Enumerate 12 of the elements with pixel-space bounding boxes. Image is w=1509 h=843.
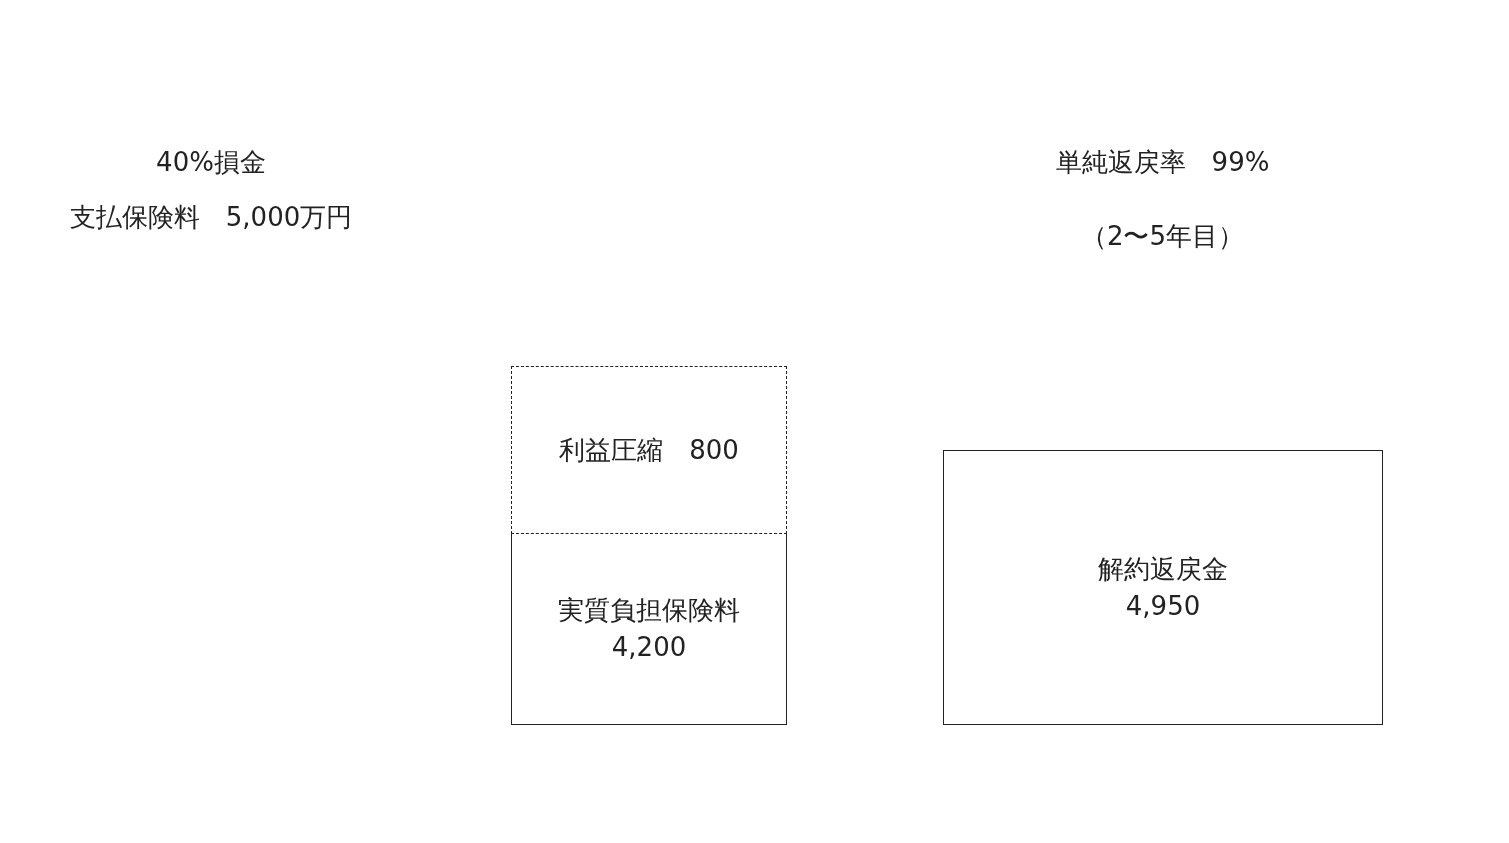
text-box xyxy=(511,533,787,725)
note-text: 40%損金 xyxy=(155,146,267,179)
text-box xyxy=(943,450,1383,725)
box-label: 利益圧縮 800 xyxy=(559,433,739,467)
amount-label: 4,200 xyxy=(611,630,687,664)
note-text: 単純返戻率 99% xyxy=(1054,146,1271,179)
amount-label: 4,950 xyxy=(1125,589,1201,623)
note-text: 支払保険料 5,000万円 xyxy=(68,201,354,234)
text-box xyxy=(511,366,787,534)
box-label: 解約返戻金 xyxy=(1098,553,1228,587)
note-text: （2〜5年目） xyxy=(1079,220,1246,253)
box-label: 実質負担保険料 xyxy=(558,594,740,628)
